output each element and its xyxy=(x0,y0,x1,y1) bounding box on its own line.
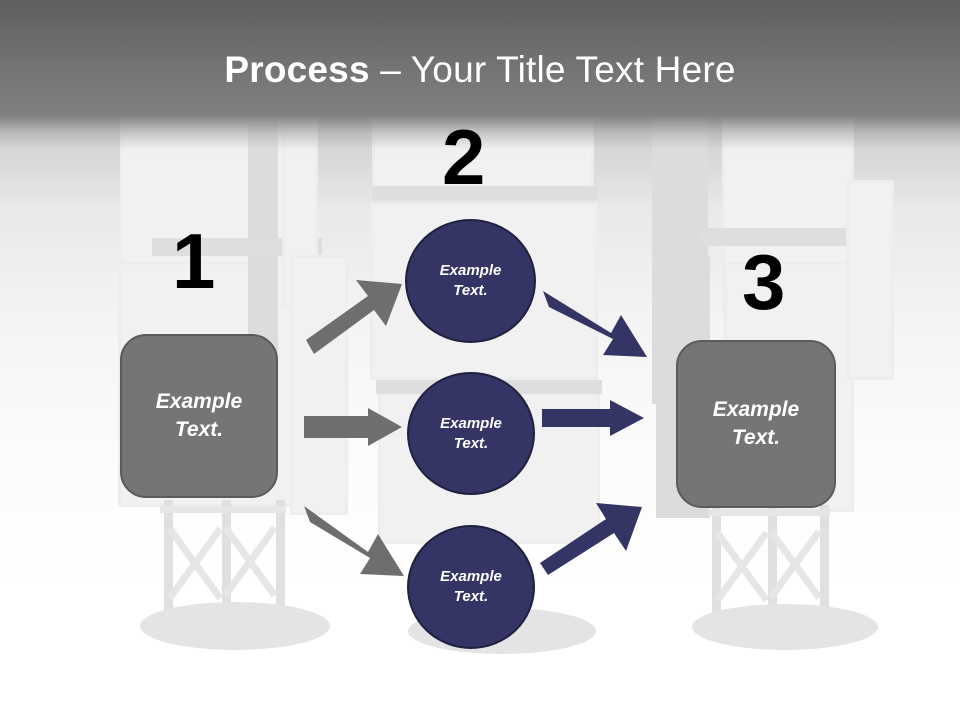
process-circle-middle-label: Example Text. xyxy=(440,414,502,454)
xbrace-left-top xyxy=(160,506,286,513)
page-title: Process – Your Title Text Here xyxy=(0,48,960,92)
page-title-strong: Process xyxy=(224,49,370,90)
arrow-middle-to-right-icon xyxy=(542,400,644,436)
leg-right-a xyxy=(712,505,721,627)
process-circle-bottom-line2: Text. xyxy=(453,588,489,605)
leg-left-c xyxy=(276,500,285,620)
process-circle-middle[interactable]: Example Text. xyxy=(407,372,535,495)
billboard-beam-center xyxy=(372,186,598,200)
process-box-right-line2: Text. xyxy=(731,426,781,449)
process-box-right-label: Example Text. xyxy=(713,396,799,451)
process-circle-top-line2: Text. xyxy=(453,282,488,299)
leg-right-c xyxy=(820,505,829,623)
arrow-left-to-middle-icon xyxy=(304,408,402,446)
billboard-beam-right xyxy=(700,228,860,246)
process-circle-middle-line1: Example xyxy=(440,414,502,432)
step-number-3: 3 xyxy=(742,238,786,326)
billboard-panel-left-side xyxy=(290,255,348,515)
arrow-top-to-right-icon xyxy=(543,291,647,357)
billboard-base-shadow-right xyxy=(692,604,878,650)
process-circle-bottom-label: Example Text. xyxy=(440,567,502,607)
process-box-right[interactable]: Example Text. xyxy=(676,340,836,508)
process-box-right-line1: Example xyxy=(712,398,800,422)
process-box-left[interactable]: Example Text. xyxy=(120,334,278,498)
process-box-left-line1: Example xyxy=(155,390,243,414)
step-number-1: 1 xyxy=(172,217,216,305)
leg-right-b xyxy=(768,505,777,629)
process-circle-top[interactable]: Example Text. xyxy=(405,219,536,343)
leg-left-a xyxy=(164,500,173,625)
billboard-base-shadow-left xyxy=(140,602,330,650)
title-bar xyxy=(0,0,960,115)
process-circle-middle-line2: Text. xyxy=(453,434,489,452)
billboard-beam-left xyxy=(152,238,322,256)
leg-left-b xyxy=(222,500,231,628)
arrow-left-to-bottom-icon xyxy=(304,506,404,576)
process-box-left-label: Example Text. xyxy=(156,388,242,443)
process-circle-top-label: Example Text. xyxy=(440,261,502,301)
process-circle-bottom-line1: Example xyxy=(440,568,502,586)
arrow-bottom-to-right-icon xyxy=(540,503,642,575)
billboard-panel-right-far xyxy=(846,180,894,380)
page-title-rest: – Your Title Text Here xyxy=(369,49,736,90)
step-number-2: 2 xyxy=(442,113,486,201)
xbrace-right-top xyxy=(708,509,830,516)
process-circle-top-line1: Example xyxy=(439,262,502,280)
arrow-left-to-top-icon xyxy=(306,280,402,354)
process-box-left-line2: Text. xyxy=(174,418,224,441)
process-circle-bottom[interactable]: Example Text. xyxy=(407,525,535,649)
